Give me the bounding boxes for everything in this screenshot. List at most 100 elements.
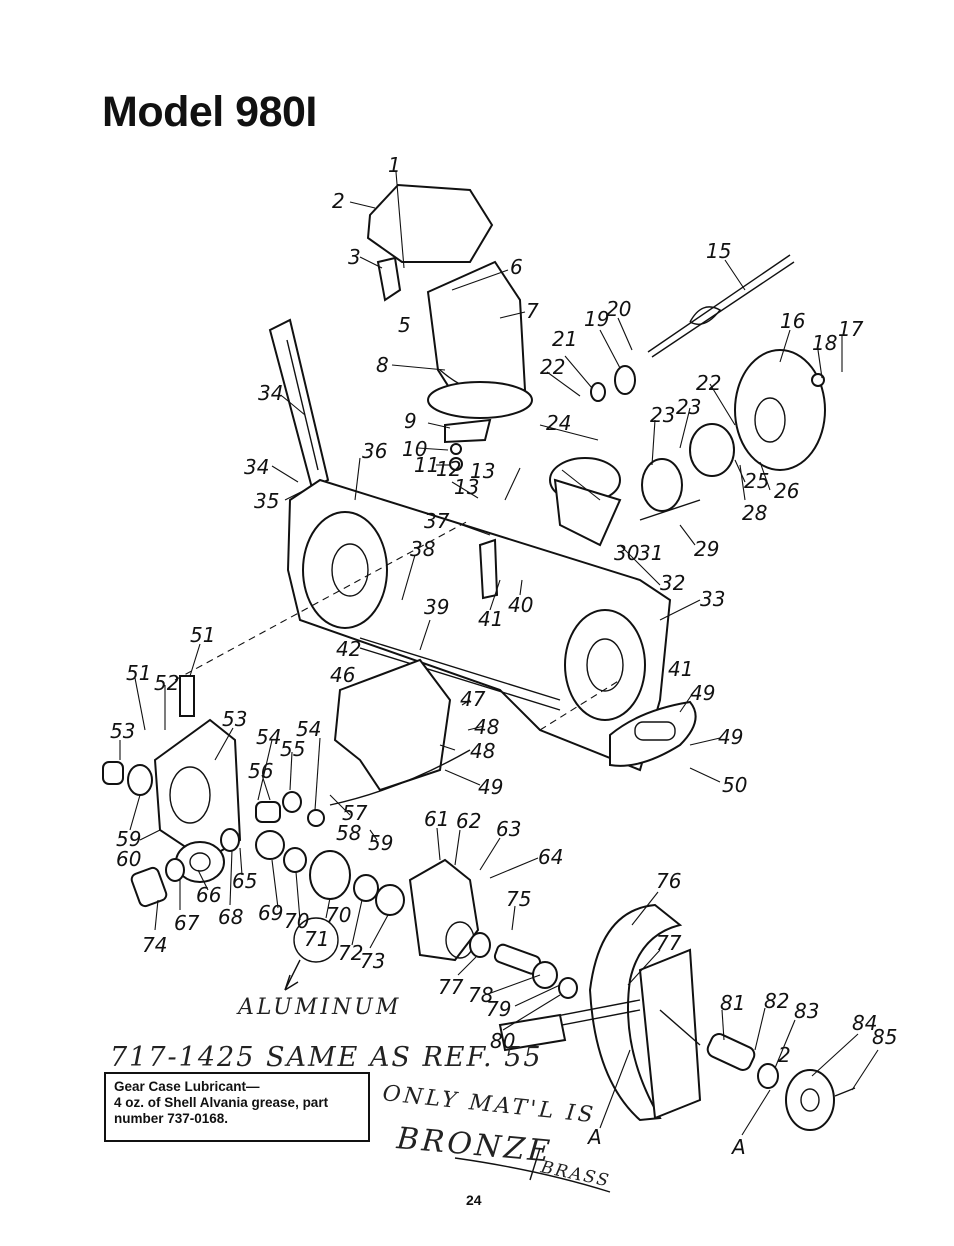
callout-77b: 67 xyxy=(174,911,200,935)
callout-79: 37 xyxy=(424,509,450,533)
callout-22b: 42 xyxy=(336,637,361,661)
callout-33: 47 xyxy=(460,687,486,711)
callout-72: 63 xyxy=(496,817,521,841)
callout-84: 40 xyxy=(508,593,533,617)
callout-60: 60 xyxy=(116,847,141,871)
callout-11: 9 xyxy=(404,409,417,433)
callout-8: 7 xyxy=(526,299,539,323)
callout-2b: 13 xyxy=(454,475,479,499)
callout-53a: 69 xyxy=(258,901,283,925)
callout-49b: 78 xyxy=(468,983,493,1007)
handwritten-only-matl: ONLY MAT'L IS xyxy=(381,1081,597,1128)
chute-flange xyxy=(427,381,533,419)
callout-49a: 53 xyxy=(110,719,135,743)
callout-58: 66 xyxy=(196,883,221,907)
callout-41a: 80 xyxy=(490,1029,515,1053)
callout-A1: 41 xyxy=(668,657,693,681)
callout-54a: 70 xyxy=(284,909,309,933)
lubricant-line-2: 4 oz. of Shell Alvania grease, part xyxy=(114,1095,329,1110)
callout-18: 18 xyxy=(812,331,837,355)
callout-68: 35 xyxy=(254,489,279,513)
pulley xyxy=(734,349,826,471)
callout-59a: 54 xyxy=(256,725,281,749)
handwritten-same-as: 717-1425 SAME AS REF. 55 xyxy=(110,1042,543,1073)
bracket-74 xyxy=(179,675,195,717)
callout-52: 70 xyxy=(326,903,351,927)
callout-64: 54 xyxy=(296,717,321,741)
callout-80: 24 xyxy=(546,411,571,435)
callout-5: 2 xyxy=(332,189,345,213)
callout-49c: 82 xyxy=(764,989,789,1013)
callout-63: 55 xyxy=(280,737,305,761)
callout-24: 23 xyxy=(676,395,701,419)
callout-62: 53 xyxy=(222,707,247,731)
callout-6: 8 xyxy=(376,353,389,377)
auger-spiral xyxy=(588,903,683,1122)
callout-74: 51 xyxy=(190,623,215,647)
callout-81: 13 xyxy=(470,459,495,483)
callout-32: 50 xyxy=(722,773,747,797)
callout-70a: 36 xyxy=(362,439,387,463)
callout-42: 85 xyxy=(872,1025,897,1049)
callout-3: 1 xyxy=(388,153,401,177)
callout-39: 76 xyxy=(656,869,681,893)
callout-53b: 73 xyxy=(360,949,385,973)
callout-12: 22 xyxy=(540,355,565,379)
callout-56: 65 xyxy=(232,869,257,893)
callout-1: 3 xyxy=(348,245,361,269)
callout-17: 17 xyxy=(838,317,864,341)
callout-41b: 81 xyxy=(720,991,745,1015)
callout-29: 33 xyxy=(700,587,725,611)
lubricant-line-3: number 737-0168. xyxy=(114,1111,229,1126)
callout-40: 77 xyxy=(656,931,682,955)
callout-15: 19 xyxy=(584,307,609,331)
callout-23a: 23 xyxy=(650,403,675,427)
chute-deflector xyxy=(366,183,494,263)
callout-13b: 21 xyxy=(552,327,577,351)
callout-10: 11 xyxy=(414,453,439,477)
callout-65: 58 xyxy=(336,821,361,845)
callout-57: 68 xyxy=(218,905,243,929)
callout-51a: 59 xyxy=(116,827,141,851)
callout-83: 32 xyxy=(660,571,685,595)
callout-36: 49 xyxy=(478,775,503,799)
callout-34b: 57 xyxy=(342,801,368,825)
callout-78: 61 xyxy=(424,807,449,831)
callout-20: 22 xyxy=(696,371,721,395)
callout-48a: 79 xyxy=(486,997,511,1021)
callout-A2: 2 xyxy=(778,1043,791,1067)
gear-case-lubricant-note: Gear Case Lubricant— 4 oz. of Shell Alva… xyxy=(104,1072,370,1142)
callout-31: 49 xyxy=(718,725,743,749)
callout-73: 64 xyxy=(538,845,563,869)
callout-22a: 25 xyxy=(744,469,769,493)
callout-2: 5 xyxy=(398,313,411,337)
page-number: 24 xyxy=(466,1192,482,1208)
page-title: Model 980I xyxy=(102,88,317,136)
callout-13a: 20 xyxy=(606,297,631,321)
callout-47: 84 xyxy=(852,1011,877,1035)
handwritten-bronze: BRONZE xyxy=(394,1121,554,1170)
callout-37: 62 xyxy=(456,809,481,833)
chute-knob xyxy=(376,256,402,302)
callout-85: 41 xyxy=(478,607,503,631)
handwritten-brass: BRASS xyxy=(538,1157,612,1191)
callout-48b: 83 xyxy=(794,999,819,1023)
callout-38: 75 xyxy=(506,887,531,911)
callout-19: 16 xyxy=(780,309,805,333)
callout-35: 48 xyxy=(470,739,495,763)
callout-7: 10 xyxy=(402,437,427,461)
callout-70b: 38 xyxy=(410,537,435,561)
callout-67: 34 xyxy=(244,455,269,479)
callout-55: 71 xyxy=(304,927,329,951)
callout-30: 49 xyxy=(690,681,715,705)
callout-51b: 77 xyxy=(438,975,464,999)
worm-gear xyxy=(309,850,351,900)
callout-69: 39 xyxy=(424,595,449,619)
callout-75: 51 xyxy=(126,661,151,685)
handwritten-aluminum: ALUMINUM xyxy=(236,995,401,1020)
lubricant-line-1: Gear Case Lubricant— xyxy=(114,1079,260,1094)
callout-76: 12 xyxy=(436,457,461,481)
chute-crank-handle xyxy=(268,318,330,490)
callout-50: A xyxy=(586,1125,602,1149)
callout-71: 34 xyxy=(258,381,283,405)
